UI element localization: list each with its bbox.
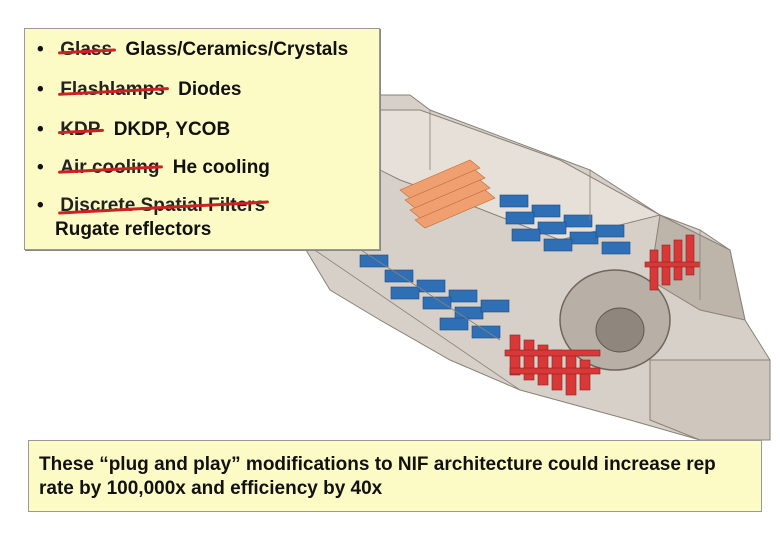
new-technology: Diodes <box>178 79 242 100</box>
bullet: • <box>37 79 44 100</box>
bullet: • <box>37 195 44 216</box>
old-technology: Flashlamps <box>60 79 165 100</box>
new-technology-rugate: Rugate reflectors <box>55 219 212 240</box>
capacitor-bay <box>399 159 496 229</box>
old-technology: KDP <box>60 119 101 140</box>
old-technology: Discrete Spatial Filters <box>60 195 266 216</box>
change-item-flashlamps: • Flashlamps Diodes <box>37 79 241 101</box>
target-chamber-core <box>595 307 645 353</box>
change-item-kdp: • KDP DKDP, YCOB <box>37 119 230 141</box>
old-technology: Glass <box>60 39 113 60</box>
bullet: • <box>37 39 44 60</box>
new-technology: Glass/Ceramics/Crystals <box>125 39 349 60</box>
new-technology: He cooling <box>172 157 270 178</box>
architecture-changes-box: • Glass Glass/Ceramics/Crystals • Flashl… <box>24 28 380 250</box>
bullet: • <box>37 157 44 178</box>
summary-note-text: These “plug and play” modifications to N… <box>39 454 716 499</box>
new-technology: DKDP, YCOB <box>113 119 231 140</box>
bullet: • <box>37 119 44 140</box>
beamline-switchyard <box>504 334 601 396</box>
amplifier-bank-lower <box>359 254 510 339</box>
change-item-spatial-filters: • Discrete Spatial Filters <box>37 195 265 217</box>
amplifier-bank-upper <box>499 194 631 255</box>
change-item-glass: • Glass Glass/Ceramics/Crystals <box>37 39 348 61</box>
beamline-upper-right <box>644 234 701 291</box>
old-technology: Air cooling <box>60 157 160 178</box>
summary-note-box: These “plug and play” modifications to N… <box>28 440 762 512</box>
change-item-cooling: • Air cooling He cooling <box>37 157 270 179</box>
